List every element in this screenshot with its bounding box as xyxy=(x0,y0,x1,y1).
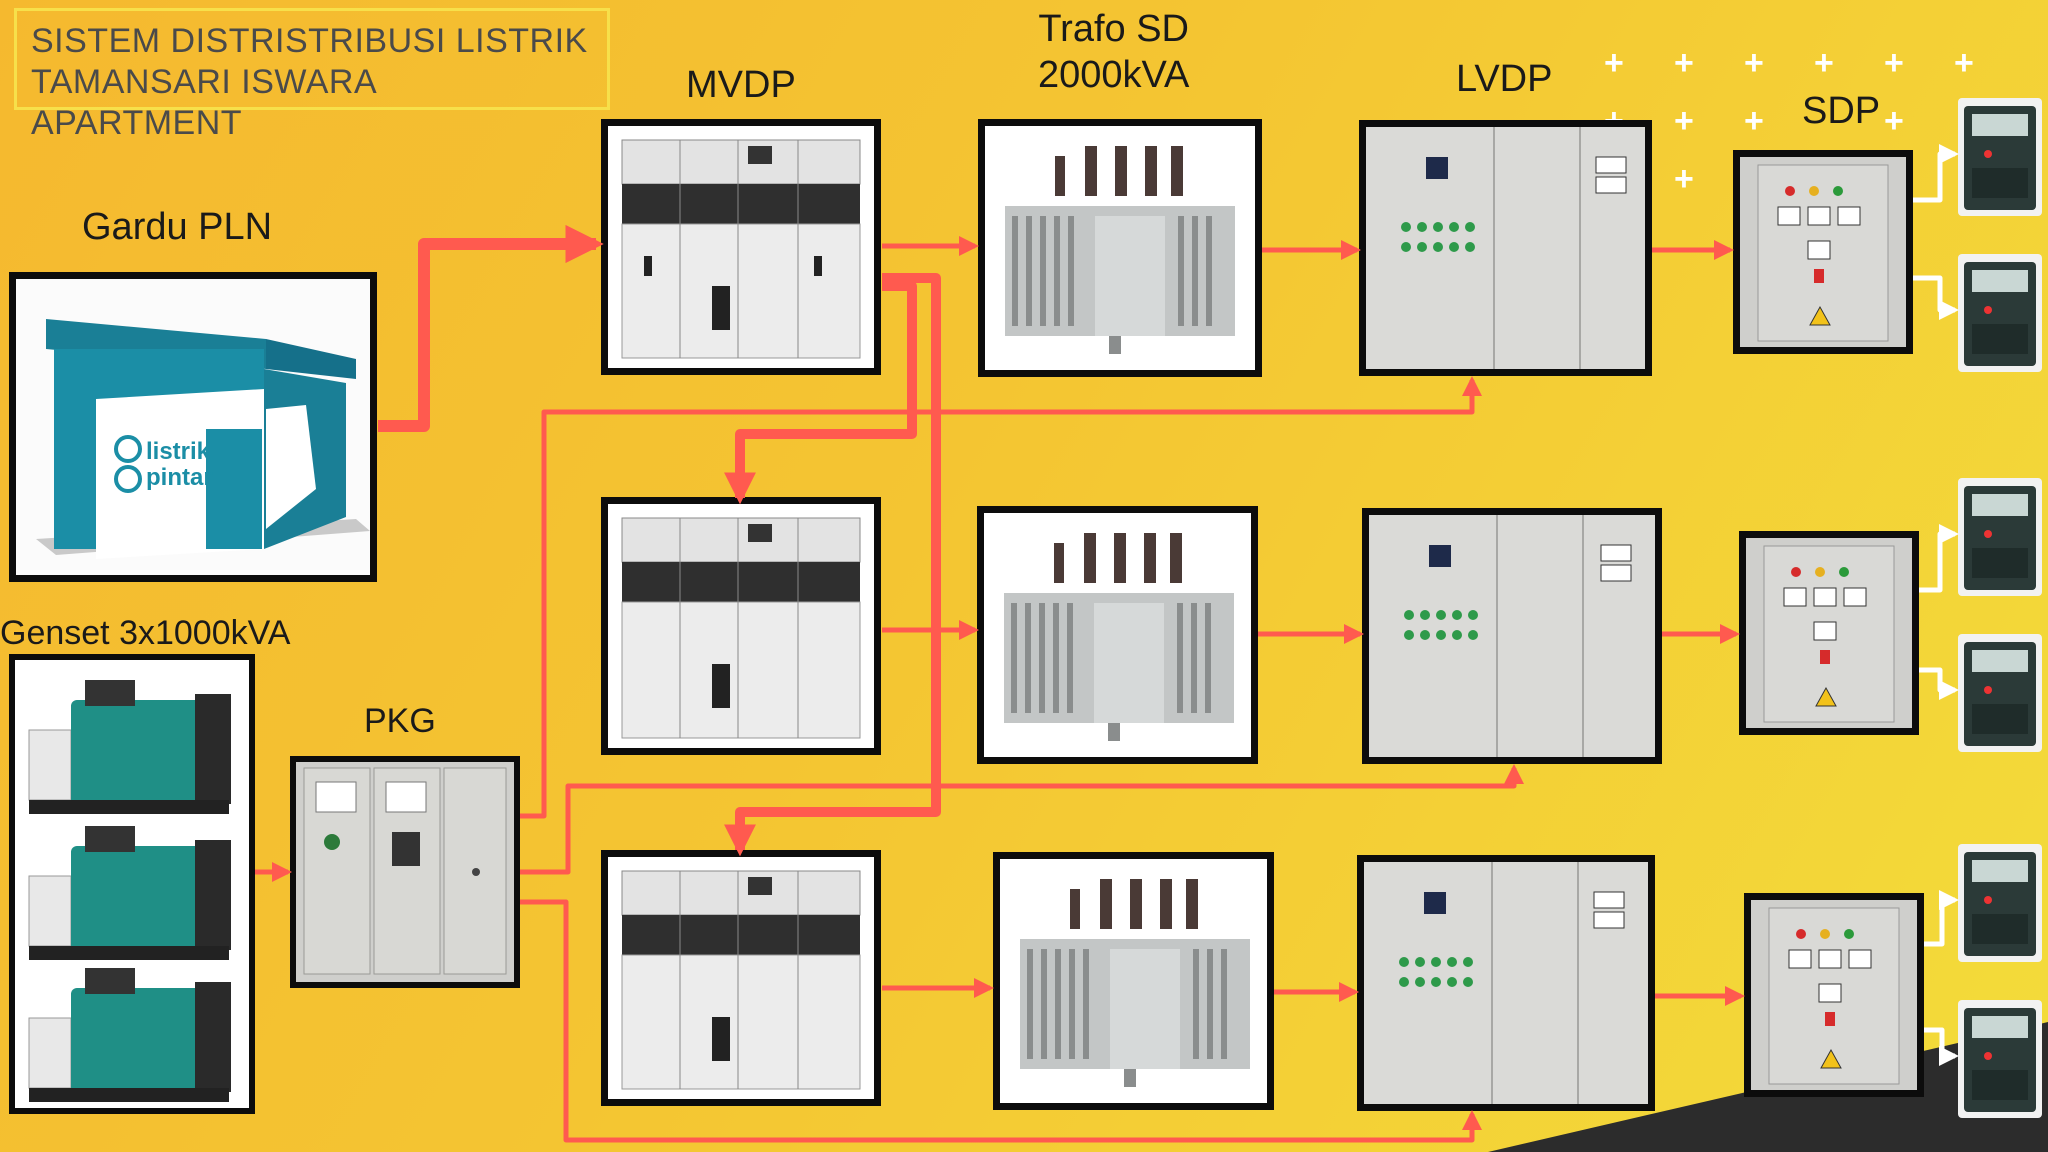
lvdp-panel-1 xyxy=(1359,120,1652,376)
arrow-sdp1-to-meter xyxy=(1913,144,1959,203)
transformer-icon xyxy=(985,126,1255,370)
kwh-meter-icon xyxy=(1958,478,2042,596)
sdp-panel-1 xyxy=(1733,150,1913,354)
kwh-meter-icon xyxy=(1958,98,2042,216)
transformer-icon xyxy=(984,513,1251,757)
trafo-box-2 xyxy=(977,506,1258,764)
arrow-sdp2-to-meter xyxy=(1919,667,1959,700)
distribution-panel-icon xyxy=(296,762,514,982)
sdp-panel-2 xyxy=(1739,531,1919,735)
lvdp-label: LVDP xyxy=(1456,58,1553,100)
mvdp-panel-2 xyxy=(601,497,881,755)
kwh-meter-icon xyxy=(1958,1000,2042,1118)
genset-box xyxy=(9,654,255,1114)
substation-kiosk-icon: listrik pintar xyxy=(16,279,370,575)
sub-distribution-panel-icon xyxy=(1740,157,1906,347)
switchgear-panel-icon xyxy=(608,857,874,1099)
kwh-meter-icon xyxy=(1958,844,2042,962)
switchgear-panel-icon xyxy=(608,126,874,368)
trafo-box-1 xyxy=(978,119,1262,377)
sub-distribution-panel-icon xyxy=(1746,538,1912,728)
arrow-sdp2-to-meter xyxy=(1919,524,1959,593)
mvdp-panel-3 xyxy=(601,850,881,1106)
generator-icon xyxy=(15,660,249,1108)
trafo-label-line-1: Trafo SD xyxy=(1038,8,1190,50)
arrow-gardu-to-mvdp xyxy=(378,224,604,432)
gardu-logo-line-1: listrik xyxy=(146,438,211,465)
gardu-pln-label: Gardu PLN xyxy=(82,206,273,248)
distribution-panel-icon xyxy=(1364,862,1648,1104)
sdp-panel-3 xyxy=(1744,893,1924,1097)
diagram-title: SISTEM DISTRISTRIBUSI LISTRIK TAMANSARI … xyxy=(14,8,610,142)
sub-distribution-panel-icon xyxy=(1751,900,1917,1090)
kwh-meter-icon xyxy=(1958,634,2042,752)
trafo-box-3 xyxy=(993,852,1274,1110)
distribution-panel-icon xyxy=(1366,127,1645,369)
sdp-label: SDP xyxy=(1802,90,1881,132)
title-line-2: TAMANSARI ISWARA APARTMENT xyxy=(31,63,376,142)
kwh-meter-icon xyxy=(1958,254,2042,372)
transformer-icon xyxy=(1000,859,1267,1103)
arrow-sdp3-to-meter xyxy=(1924,890,1959,947)
switchgear-panel-icon xyxy=(608,504,874,748)
arrow-sdp1-to-meter xyxy=(1913,275,1959,320)
lvdp-panel-3 xyxy=(1357,855,1655,1111)
trafo-label-line-2: 2000kVA xyxy=(1038,54,1190,96)
pkg-label: PKG xyxy=(364,702,436,740)
mvdp-panel-1 xyxy=(601,119,881,375)
gardu-pln-box: listrik pintar xyxy=(9,272,377,582)
lvdp-panel-2 xyxy=(1362,508,1662,764)
pkg-panel-box xyxy=(290,756,520,988)
distribution-panel-icon xyxy=(1369,515,1655,757)
gardu-logo-line-2: pintar xyxy=(146,464,213,491)
trafo-label: Trafo SD 2000kVA xyxy=(1038,6,1189,98)
title-line-1: SISTEM DISTRISTRIBUSI LISTRIK xyxy=(31,22,588,60)
mvdp-label: MVDP xyxy=(686,64,796,106)
genset-label: Genset 3x1000kVA xyxy=(0,614,291,652)
